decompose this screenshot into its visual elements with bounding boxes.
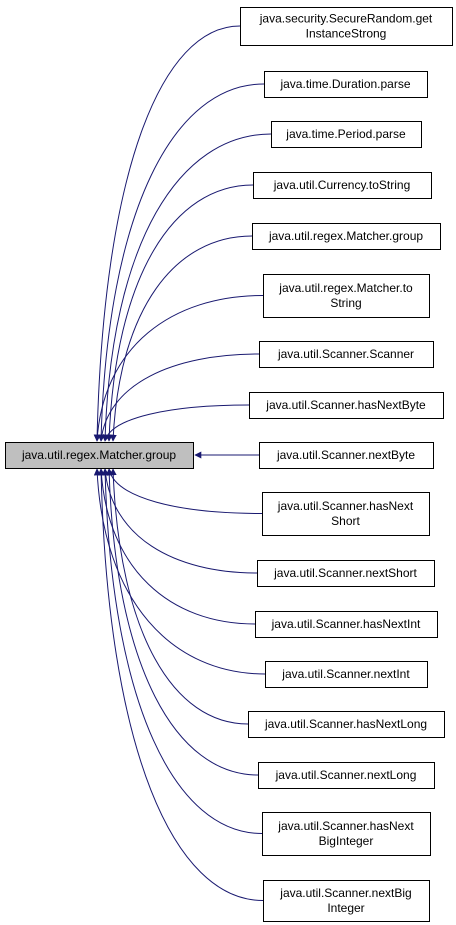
edge-caller-11-to-focus <box>102 468 258 574</box>
caller-node-15-label-line-1: java.util.Scanner.nextLong <box>275 768 417 782</box>
caller-node-11[interactable]: java.util.Scanner.nextShort <box>257 560 435 587</box>
caller-node-4[interactable]: java.util.Currency.toString <box>253 172 432 199</box>
caller-node-2-label-line-1: java.time.Duration.parse <box>279 77 410 91</box>
caller-node-11-label-line-1: java.util.Scanner.nextShort <box>273 566 417 580</box>
caller-node-7-box <box>259 341 434 368</box>
caller-node-8-label-line-1: java.util.Scanner.hasNextByte <box>265 398 426 412</box>
caller-node-7-label-line-1: java.util.Scanner.Scanner <box>277 347 414 361</box>
edge-caller-3-to-focus <box>101 133 272 442</box>
caller-node-16-label-line-1: java.util.Scanner.hasNext <box>277 819 414 833</box>
focus-node-label-line-1: java.util.regex.Matcher.group <box>21 448 176 462</box>
caller-node-6-label-line-1: java.util.regex.Matcher.to <box>278 281 413 295</box>
caller-node-2[interactable]: java.time.Duration.parse <box>264 71 428 98</box>
edges-layer <box>93 25 272 901</box>
caller-node-4-box <box>253 172 432 199</box>
caller-node-1[interactable]: java.security.SecureRandom.getInstanceSt… <box>240 7 453 46</box>
caller-node-9-label-line-1: java.util.Scanner.nextByte <box>276 448 415 462</box>
caller-node-5-box <box>252 223 441 250</box>
caller-node-17-label-line-2: Integer <box>327 901 364 915</box>
caller-node-3-box <box>271 121 422 148</box>
caller-node-3[interactable]: java.time.Period.parse <box>271 121 422 148</box>
edge-caller-8-to-focus <box>103 404 250 442</box>
edge-caller-1-to-focus <box>93 25 241 442</box>
edge-caller-14-to-focus <box>109 468 249 725</box>
edge-caller-15-to-focus <box>105 468 259 776</box>
caller-node-9-box <box>259 442 434 469</box>
caller-node-12-box <box>255 611 438 638</box>
caller-node-1-label-line-1: java.security.SecureRandom.get <box>259 12 433 26</box>
caller-node-17-label-line-1: java.util.Scanner.nextBig <box>279 886 411 900</box>
edge-caller-7-to-focus <box>98 353 260 442</box>
caller-node-14-label-line-1: java.util.Scanner.hasNextLong <box>264 717 427 731</box>
caller-node-10-label-line-2: Short <box>331 514 360 528</box>
caller-node-14-box <box>248 711 445 738</box>
caller-node-12-label-line-1: java.util.Scanner.hasNextInt <box>271 617 421 631</box>
caller-node-13-box <box>265 661 428 688</box>
edge-caller-4-to-focus <box>105 184 254 442</box>
edge-caller-16-to-focus <box>101 468 263 834</box>
edge-caller-2-to-focus <box>97 83 265 442</box>
edge-caller-13-to-focus <box>93 468 266 675</box>
caller-node-7[interactable]: java.util.Scanner.Scanner <box>259 341 434 368</box>
caller-node-13[interactable]: java.util.Scanner.nextInt <box>265 661 428 688</box>
caller-node-11-box <box>257 560 435 587</box>
caller-node-4-label-line-1: java.util.Currency.toString <box>273 178 411 192</box>
caller-node-17-box <box>263 880 430 922</box>
caller-node-9[interactable]: java.util.Scanner.nextByte <box>259 442 434 469</box>
caller-node-8[interactable]: java.util.Scanner.hasNextByte <box>249 392 444 419</box>
focus-node-box <box>5 442 194 469</box>
nodes-layer: java.util.regex.Matcher.group java.securi… <box>5 7 453 922</box>
caller-node-3-label-line-1: java.time.Period.parse <box>285 127 406 141</box>
caller-node-15[interactable]: java.util.Scanner.nextLong <box>258 762 435 789</box>
caller-node-13-label-line-1: java.util.Scanner.nextInt <box>281 667 410 681</box>
caller-node-15-box <box>258 762 435 789</box>
caller-node-6-box <box>263 274 430 318</box>
caller-node-8-box <box>249 392 444 419</box>
caller-node-6-label-line-2: String <box>330 296 361 310</box>
caller-node-2-box <box>264 71 428 98</box>
caller-node-16-box <box>262 812 431 856</box>
edge-caller-10-to-focus <box>106 468 263 514</box>
caller-node-10-label-line-1: java.util.Scanner.hasNext <box>277 499 414 513</box>
caller-node-16-label-line-2: BigInteger <box>319 834 374 848</box>
focus-node[interactable]: java.util.regex.Matcher.group <box>5 442 194 469</box>
caller-node-5-label-line-1: java.util.regex.Matcher.group <box>268 229 423 243</box>
caller-node-14[interactable]: java.util.Scanner.hasNextLong <box>248 711 445 738</box>
edge-caller-17-to-focus <box>97 468 264 901</box>
edge-caller-6-to-focus <box>93 295 264 442</box>
caller-node-1-label-line-2: InstanceStrong <box>306 27 387 41</box>
caller-node-12[interactable]: java.util.Scanner.hasNextInt <box>255 611 438 638</box>
caller-node-10-box <box>262 492 430 536</box>
edge-caller-5-to-focus <box>109 235 253 442</box>
edge-caller-12-to-focus <box>97 468 256 625</box>
caller-node-1-box <box>240 7 453 46</box>
caller-node-5[interactable]: java.util.regex.Matcher.group <box>252 223 441 250</box>
caller-node-6[interactable]: java.util.regex.Matcher.toString <box>263 274 430 318</box>
